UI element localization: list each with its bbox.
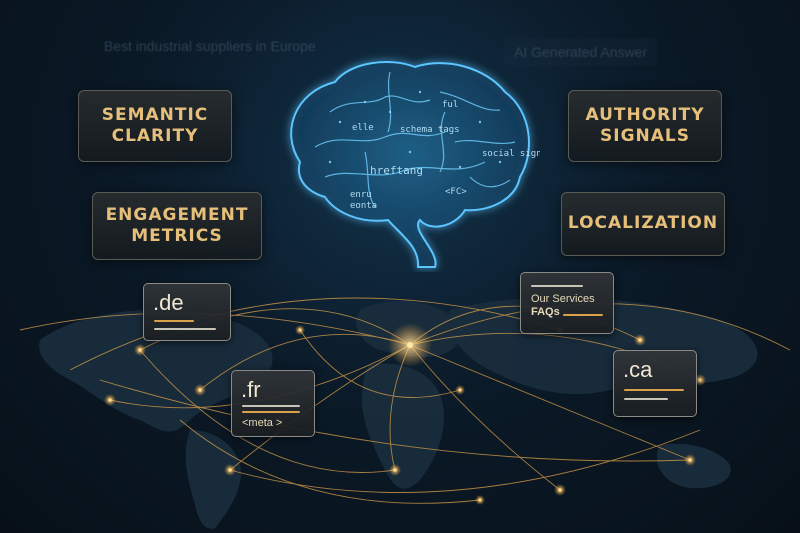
window-services: Our Services FAQs xyxy=(520,272,614,334)
card-localization: LOCALIZATION xyxy=(561,192,725,256)
card-engagement-line1: ENGAGEMENT xyxy=(105,204,249,225)
brain-term-hreftang: hreftang xyxy=(370,164,423,177)
brain-term-eonta: eonta xyxy=(350,201,377,211)
window-fr-tld: .fr xyxy=(241,377,261,402)
brain-term-fc: <FC> xyxy=(445,187,467,197)
card-authority-line2: SIGNALS xyxy=(600,126,690,146)
window-de: .de xyxy=(143,283,231,341)
window-de-tld: .de xyxy=(153,290,184,315)
card-engagement-line2: METRICS xyxy=(131,226,223,246)
network-nodes xyxy=(104,323,706,505)
window-ca-tld: .ca xyxy=(623,357,653,382)
window-ca: .ca xyxy=(613,350,697,417)
ghost-search-query: Best industrial suppliers in Europe xyxy=(104,38,316,54)
ghost-ai-answer-label: AI Generated Answer xyxy=(504,38,658,66)
brain-term-social: social signal xyxy=(482,149,540,159)
window-services-line1: Our Services xyxy=(531,293,595,305)
card-semantic-line1: SEMANTIC xyxy=(101,104,209,125)
brain-term-elle: elle xyxy=(352,123,374,133)
card-semantic-clarity: SEMANTIC CLARITY xyxy=(78,90,232,162)
card-authority-line1: AUTHORITY xyxy=(585,104,705,125)
window-fr-meta-tag: <meta > xyxy=(242,417,283,429)
window-fr: .fr <meta > xyxy=(231,370,315,437)
brain-term-schema: schema tags xyxy=(400,125,460,135)
brain-illustration: schema tags hreftang social signal <FC> … xyxy=(290,61,540,268)
card-localization-label: LOCALIZATION xyxy=(567,213,719,234)
window-services-line2: FAQs xyxy=(531,306,560,318)
brain-term-enru: enru xyxy=(350,190,372,200)
card-semantic-line2: CLARITY xyxy=(111,126,199,146)
card-engagement-metrics: ENGAGEMENT METRICS xyxy=(92,192,262,260)
brain-term-ful: ful xyxy=(442,100,458,110)
card-authority-signals: AUTHORITY SIGNALS xyxy=(568,90,722,162)
